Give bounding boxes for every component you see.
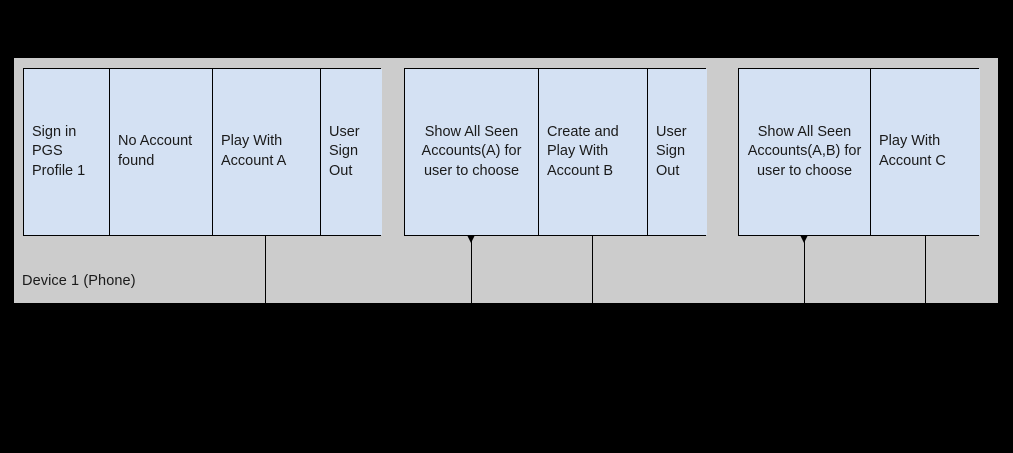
state-box-user-sign-out-2[interactable]: User Sign Out — [648, 69, 707, 235]
activation-group-2: Show All Seen Accounts(A) for user to ch… — [404, 68, 707, 236]
state-box-label: User Sign Out — [656, 123, 687, 179]
state-box-label: Sign in PGS Profile 1 — [32, 123, 86, 179]
state-box-label: Show All Seen Accounts(A) for user to ch… — [421, 123, 522, 179]
lifeline-from-play-with-account-c — [925, 236, 926, 303]
state-box-show-all-seen-accounts-a-b[interactable]: Show All Seen Accounts(A,B) for user to … — [739, 69, 871, 235]
state-box-play-with-account-c[interactable]: Play With Account C — [871, 69, 980, 235]
state-box-label: Show All Seen Accounts(A,B) for user to … — [747, 123, 862, 179]
lifeline-from-play-with-account-a — [265, 236, 266, 303]
state-box-show-all-seen-accounts-a[interactable]: Show All Seen Accounts(A) for user to ch… — [405, 69, 539, 235]
state-box-no-account-found[interactable]: No Account found — [110, 69, 213, 235]
state-box-create-and-play-with-account-b[interactable]: Create and Play With Account B — [539, 69, 648, 235]
activation-group-3: Show All Seen Accounts(A,B) for user to … — [738, 68, 980, 236]
device-lane-label: Device 1 (Phone) — [22, 273, 136, 289]
message-arrow-to-show-all-seen-accounts-a — [471, 236, 472, 303]
state-box-label: Create and Play With Account B — [547, 123, 619, 179]
state-box-label: Play With Account A — [221, 133, 287, 169]
state-box-label: No Account found — [118, 133, 193, 169]
activation-group-1: Sign in PGS Profile 1 No Account found Pla… — [23, 68, 382, 236]
message-arrow-to-show-all-seen-accounts-a-b — [804, 236, 805, 303]
state-box-label: Play With Account C — [879, 133, 946, 169]
state-box-label: User Sign Out — [329, 123, 360, 179]
lifeline-from-create-and-play-with-account-b — [592, 236, 593, 303]
state-box-user-sign-out-1[interactable]: User Sign Out — [321, 69, 382, 235]
message-arrow-to-show-all-seen-accounts-a-arrowhead-icon — [467, 235, 476, 243]
message-arrow-to-show-all-seen-accounts-a-b-arrowhead-icon — [800, 235, 809, 243]
state-box-play-with-account-a[interactable]: Play With Account A — [213, 69, 321, 235]
state-box-sign-in-pgs-profile-1[interactable]: Sign in PGS Profile 1 — [24, 69, 110, 235]
